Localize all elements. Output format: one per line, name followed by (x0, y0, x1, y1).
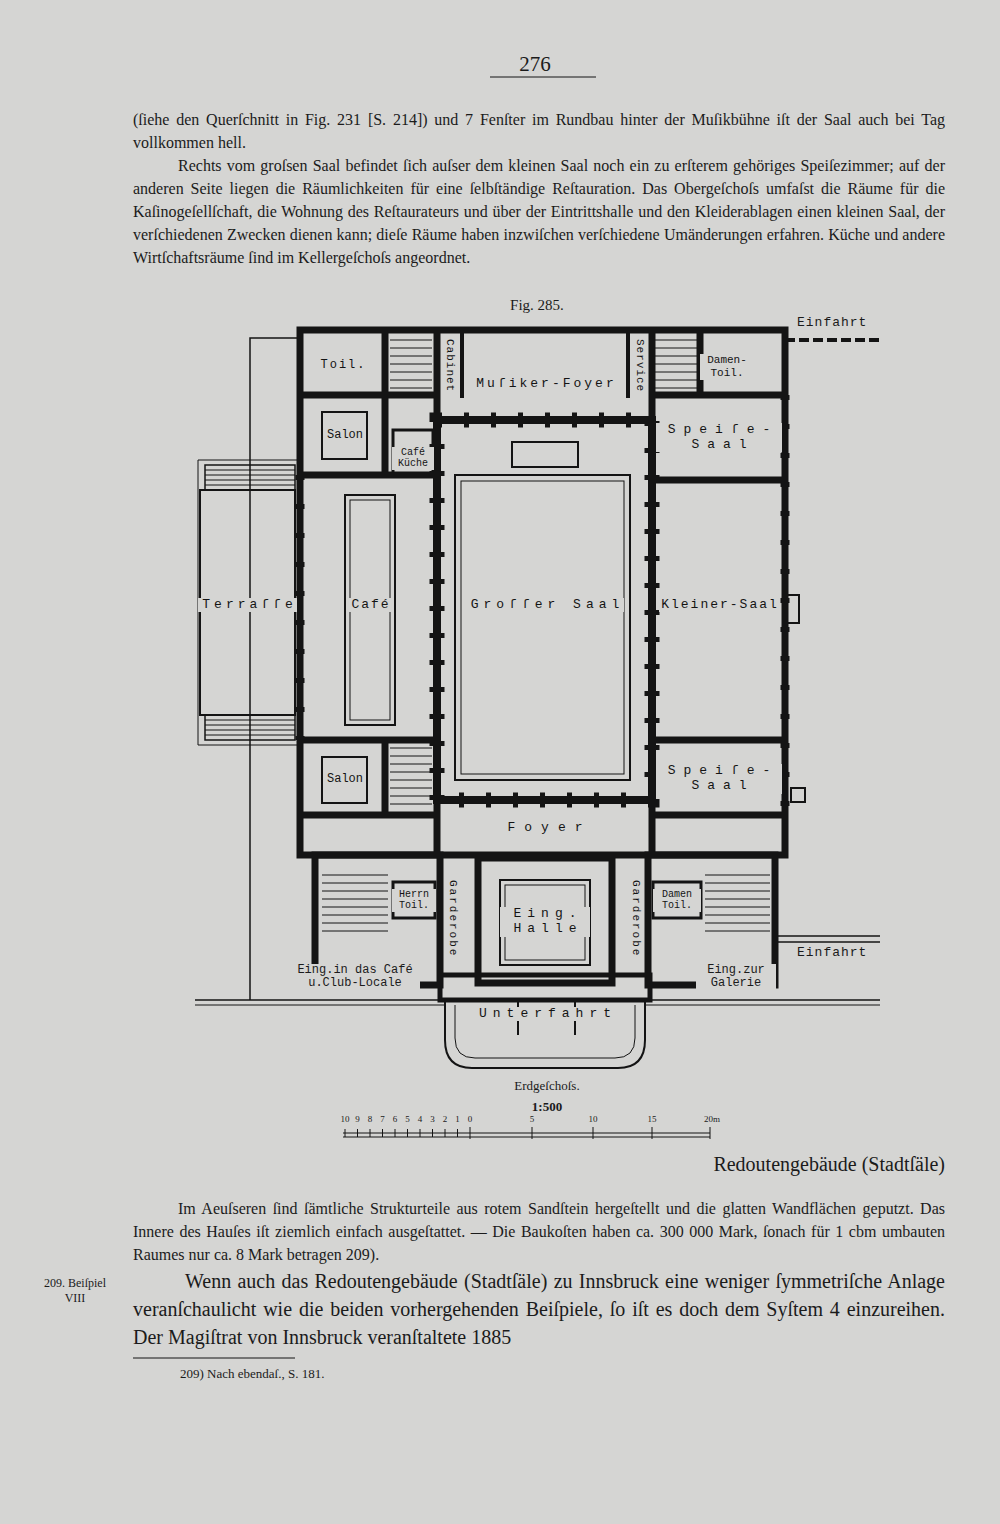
scale-number: 2 (435, 1114, 455, 1125)
room-label-box: Salon (323, 758, 367, 802)
room-label-box: Garderobe (624, 860, 648, 975)
room-label-box: Café Küche (392, 441, 434, 475)
room-name: Café (349, 598, 390, 613)
room-label-box: Foyer (445, 808, 645, 848)
room-name: Muſiker-Foyer (473, 377, 616, 392)
access-label: Einfahrt (797, 315, 867, 331)
room-label-box: Unterfahrt (455, 1003, 635, 1025)
scale-number: 4 (410, 1114, 430, 1125)
scale-number: 10 (583, 1114, 603, 1125)
room-label-box: Muſiker-Foyer (465, 362, 625, 407)
room-name: Damen Toil. (653, 889, 701, 912)
room-name: Cabinet (444, 338, 457, 392)
room-name: Service (633, 338, 646, 392)
body-text: Rechts vom groſsen Saal befindet ſich au… (133, 154, 945, 269)
scale-number: 15 (642, 1114, 662, 1125)
room-name: Herrn Toil. (392, 889, 436, 912)
room-name: Unterfahrt (473, 1007, 617, 1022)
room-label-box: Speiſe- Saal (656, 745, 782, 813)
scale-number: 7 (373, 1114, 393, 1125)
room-name: Kleiner-Saal (659, 598, 779, 613)
scale-number: 6 (385, 1114, 405, 1125)
room-label-box: Toil. (305, 343, 380, 388)
room-label-box: Groſſer Saal (460, 580, 630, 630)
room-name: Salon (327, 429, 363, 443)
room-label-box: Eing. Halle (500, 882, 590, 962)
scale-number: 20m (702, 1114, 722, 1125)
room-name: Toil. (318, 359, 366, 373)
entrance-label: Eing.in das Café u.Club-Locale (290, 964, 420, 990)
floor-name: Erdgeſchoſs. (467, 1078, 627, 1094)
room-label-box: Damen Toil. (653, 884, 701, 916)
scale-number: 5 (522, 1114, 542, 1125)
scale-number: 5 (398, 1114, 418, 1125)
page-number: 276 (500, 52, 570, 77)
room-name: Speiſe- Saal (656, 423, 782, 453)
room-label-box: Kleiner-Saal (656, 580, 782, 630)
footnote: 209) Nach ebendaſ., S. 181. (180, 1366, 680, 1382)
room-label-box: Café (347, 580, 393, 630)
body-text: Wenn auch das Redoutengebäude (Stadtſäle… (133, 1267, 945, 1351)
room-name: Terraſſe (198, 598, 296, 613)
figure-caption: Redoutengebäude (Stadtſäle) (560, 1152, 945, 1176)
scale-number: 3 (423, 1114, 443, 1125)
body-text: (ſiehe den Querſchnitt in Fig. 231 [S. 2… (133, 108, 945, 154)
room-label-box: Service (629, 335, 650, 395)
scale-number: 1 (448, 1114, 468, 1125)
room-name: Garderobe (447, 878, 460, 957)
room-name: Foyer (498, 821, 591, 836)
access-label: Einfahrt (797, 945, 867, 961)
room-label-box: Terraſſe (196, 580, 298, 630)
figure-title: Fig. 285. (467, 296, 607, 314)
room-label-box: Garderobe (441, 860, 465, 975)
scale-number: 9 (348, 1114, 368, 1125)
room-name: Damen- Toil. (700, 354, 754, 379)
room-label-box: Cabinet (440, 335, 460, 395)
scale-number: 0 (460, 1114, 480, 1125)
room-name: Speiſe- Saal (656, 764, 782, 794)
room-name: Groſſer Saal (466, 598, 625, 613)
scale-number: 8 (360, 1114, 380, 1125)
room-label-box: Salon (323, 413, 367, 458)
room-label-box: Herrn Toil. (392, 884, 436, 916)
margin-note: 209. Beiſpiel VIII (40, 1276, 110, 1306)
room-name: Garderobe (630, 878, 643, 957)
entrance-label: Eing.zur Galerie (696, 964, 776, 990)
room-label-box: Damen- Toil. (700, 347, 754, 387)
room-name: Eing. Halle (500, 907, 590, 937)
scale-ratio: 1:500 (507, 1099, 587, 1115)
room-name: Salon (327, 773, 363, 787)
body-text: Im Aeuſseren ſind ſämtliche Strukturteil… (133, 1197, 945, 1266)
room-label-box: Speiſe- Saal (656, 400, 782, 475)
room-name: Café Küche (392, 447, 434, 470)
scale-number: 10 (335, 1114, 355, 1125)
